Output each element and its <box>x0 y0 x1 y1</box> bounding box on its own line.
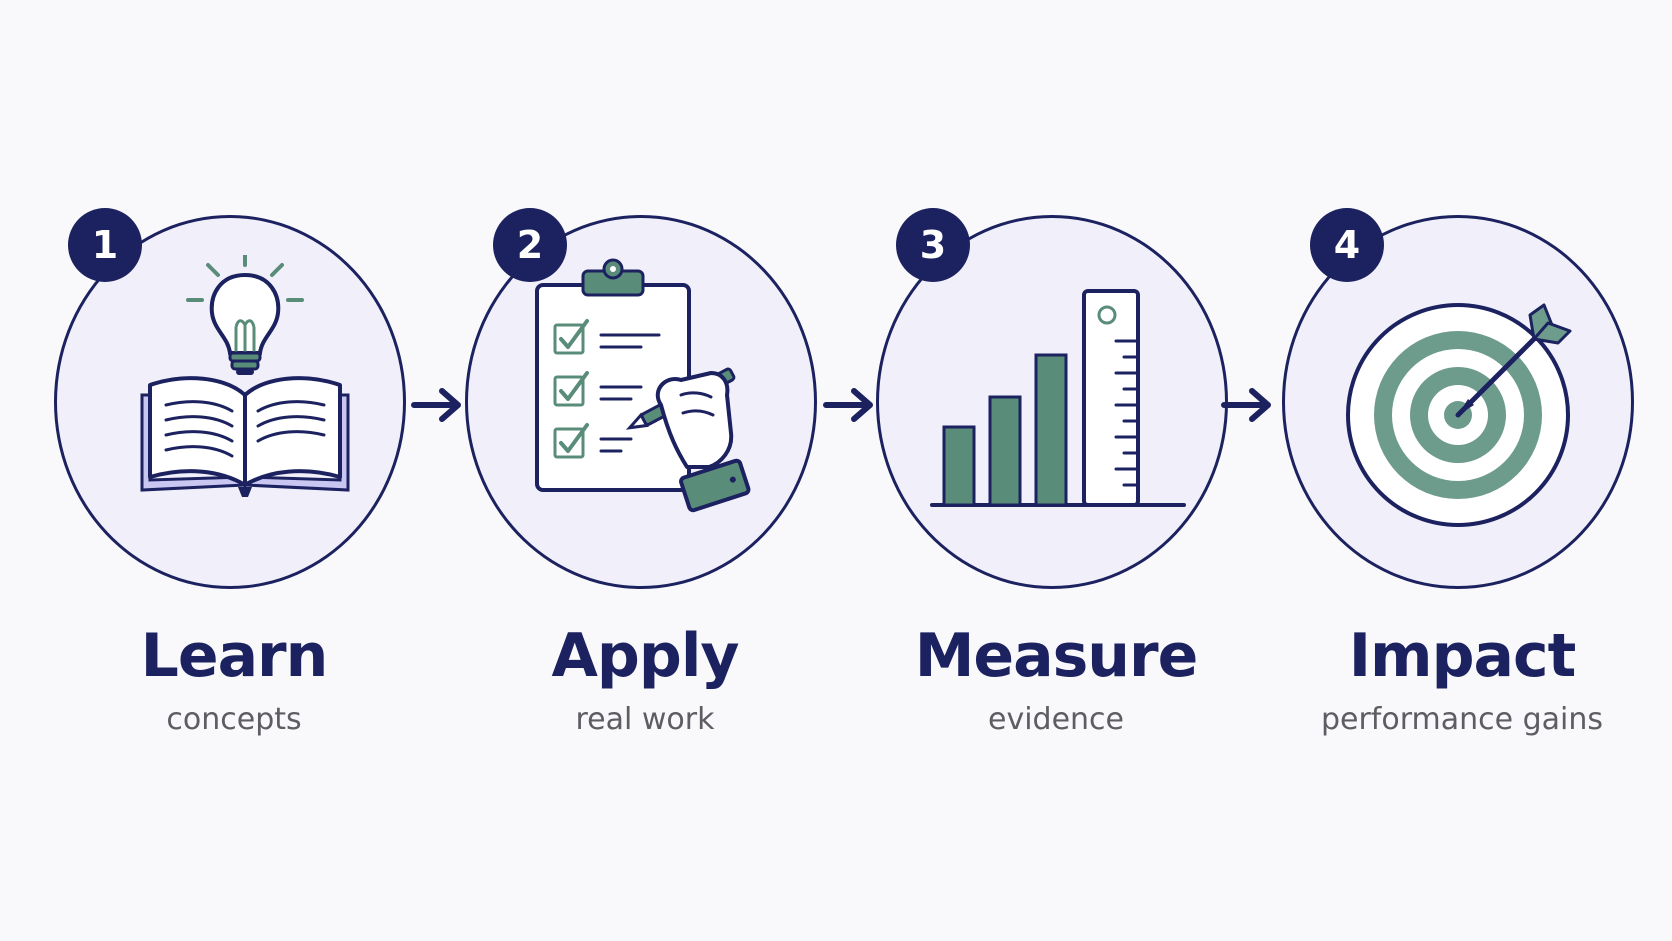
step-apply: 2 <box>465 0 825 760</box>
step-impact: 4 Impact performance gains <box>1282 0 1642 760</box>
step-number-badge: 1 <box>68 208 142 282</box>
arrow-right-icon <box>823 388 873 422</box>
step-title: Apply <box>551 621 739 691</box>
step-measure: 3 Measure <box>876 0 1236 760</box>
step-number-badge: 4 <box>1310 208 1384 282</box>
arrow-right-icon <box>1221 388 1271 422</box>
bar-chart-ruler-icon <box>930 289 1186 507</box>
step-number-badge: 3 <box>896 208 970 282</box>
arrow-right-icon <box>411 388 461 422</box>
step-learn: 1 <box>54 0 414 760</box>
step-number-badge: 2 <box>493 208 567 282</box>
step-subtitle: evidence <box>987 702 1124 737</box>
step-subtitle: performance gains <box>1320 702 1604 737</box>
step-title: Measure <box>914 621 1199 691</box>
step-title: Impact <box>1348 621 1577 691</box>
clipboard-checklist-icon <box>535 258 751 513</box>
book-lightbulb-icon <box>140 255 350 497</box>
step-subtitle: real work <box>575 702 715 737</box>
target-arrow-icon <box>1346 303 1572 527</box>
step-title: Learn <box>140 621 329 691</box>
step-subtitle: concepts <box>166 702 302 737</box>
